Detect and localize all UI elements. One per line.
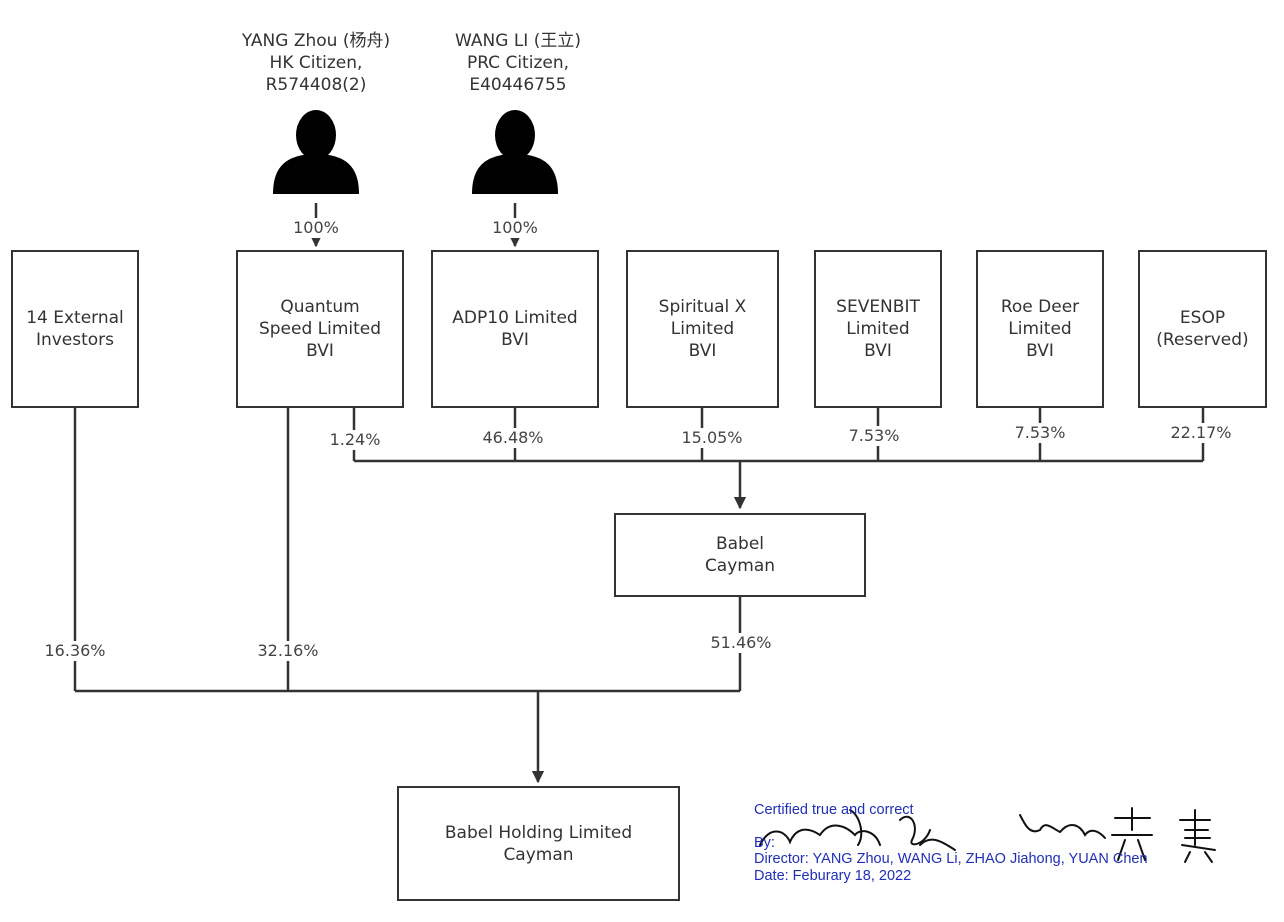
person-name: YANG Zhou (杨舟) bbox=[241, 31, 391, 51]
person-label-wang: WANG LI (王立) PRC Citizen, E40446755 bbox=[428, 30, 608, 96]
certification-by: By: bbox=[754, 834, 775, 851]
certification-statement: Certified true and correct bbox=[754, 802, 914, 818]
entity-babel-holding: Babel Holding Limited Cayman bbox=[397, 786, 680, 901]
certification-date: Date: Feburary 18, 2022 bbox=[754, 867, 912, 884]
sevenbit-cayman-pct: 7.53% bbox=[847, 426, 901, 446]
director-signatures bbox=[759, 807, 1216, 863]
person-citizenship: HK Citizen, bbox=[269, 53, 363, 73]
entity-adp10: ADP10 Limited BVI bbox=[431, 250, 599, 408]
yang-ownership-pct: 100% bbox=[292, 218, 340, 238]
external-holding-pct: 16.36% bbox=[43, 641, 107, 661]
entity-quantum-speed: Quantum Speed Limited BVI bbox=[236, 250, 404, 408]
quantum-holding-pct: 32.16% bbox=[256, 641, 320, 661]
adp10-cayman-pct: 46.48% bbox=[481, 428, 545, 448]
certification-block: Certified true and correct By: Director:… bbox=[754, 802, 1148, 884]
person-avatar-icon bbox=[273, 110, 359, 194]
spiritual-x-cayman-pct: 15.05% bbox=[680, 428, 744, 448]
entity-babel-cayman: Babel Cayman bbox=[614, 513, 866, 597]
entity-spiritual-x: Spiritual X Limited BVI bbox=[626, 250, 779, 408]
entity-roe-deer: Roe Deer Limited BVI bbox=[976, 250, 1104, 408]
person-avatar-icon bbox=[472, 110, 558, 194]
entity-sevenbit: SEVENBIT Limited BVI bbox=[814, 250, 942, 408]
wang-ownership-pct: 100% bbox=[491, 218, 539, 238]
certification-directors: Director: YANG Zhou, WANG Li, ZHAO Jiaho… bbox=[754, 851, 1148, 867]
esop-cayman-pct: 22.17% bbox=[1169, 423, 1233, 443]
person-id: R574408(2) bbox=[265, 75, 367, 95]
entity-external-investors: 14 External Investors bbox=[11, 250, 139, 408]
person-citizenship: PRC Citizen, bbox=[466, 53, 570, 73]
roe-deer-cayman-pct: 7.53% bbox=[1013, 423, 1067, 443]
babel-cayman-holding-pct: 51.46% bbox=[709, 633, 773, 653]
quantum-cayman-pct: 1.24% bbox=[328, 430, 382, 450]
entity-esop: ESOP (Reserved) bbox=[1138, 250, 1267, 408]
person-name: WANG LI (王立) bbox=[455, 31, 581, 51]
person-id: E40446755 bbox=[469, 75, 567, 95]
person-label-yang: YANG Zhou (杨舟) HK Citizen, R574408(2) bbox=[226, 30, 406, 96]
